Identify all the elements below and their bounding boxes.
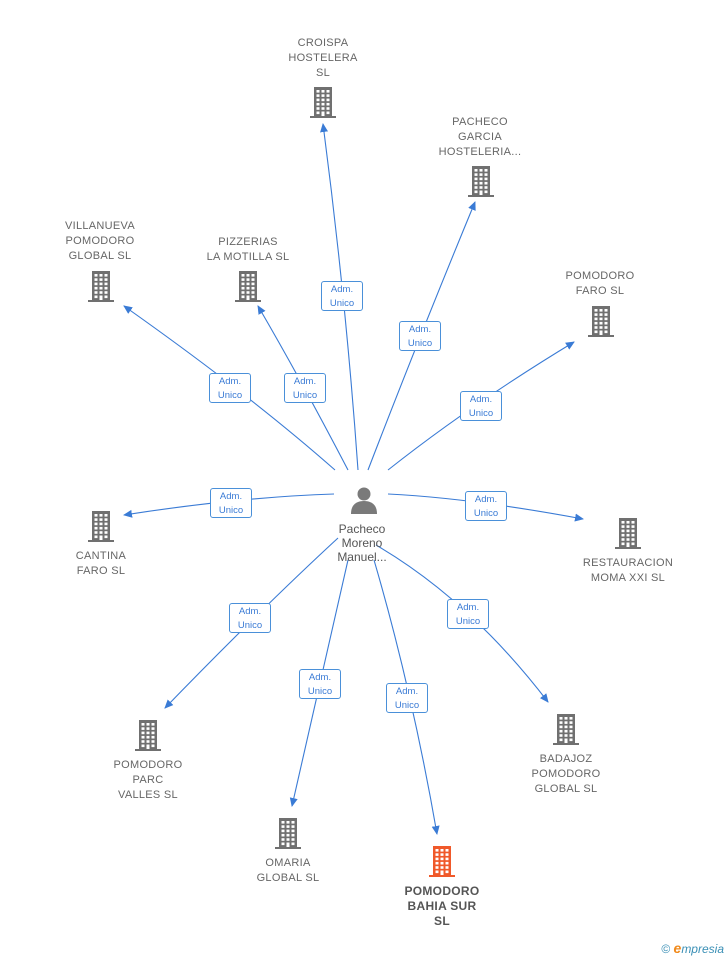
- building-icon: [275, 818, 301, 849]
- edge-label-omaria: Adm. Unico: [299, 669, 341, 699]
- company-name: BADAJOZ POMODORO GLOBAL SL: [531, 753, 601, 795]
- node-label-pomodoro-bahia[interactable]: POMODORO BAHIA SUR SL: [367, 884, 517, 929]
- edges-layer: [123, 123, 584, 835]
- building-icon: [429, 846, 455, 877]
- edge-label-restauracion: Adm. Unico: [465, 491, 507, 521]
- edge-label-pomodoro-bahia: Adm. Unico: [386, 683, 428, 713]
- building-icon: [135, 720, 161, 751]
- node-label-pomodoro-faro[interactable]: POMODORO FARO SL: [525, 269, 675, 299]
- node-badajoz[interactable]: [549, 710, 583, 751]
- company-name: VILLANUEVA POMODORO GLOBAL SL: [64, 220, 136, 262]
- node-omaria[interactable]: [271, 814, 305, 855]
- building-icon: [88, 511, 114, 542]
- node-restauracion[interactable]: [611, 514, 645, 555]
- node-pacheco-garcia[interactable]: [464, 162, 498, 203]
- building-icon: [588, 306, 614, 337]
- edge-label-croispa: Adm. Unico: [321, 281, 363, 311]
- node-villanueva[interactable]: [84, 267, 118, 308]
- node-label-restauracion[interactable]: RESTAURACION MOMA XXI SL: [553, 556, 703, 586]
- edge-label-badajoz: Adm. Unico: [447, 599, 489, 629]
- node-pomodoro-parc[interactable]: [131, 716, 165, 757]
- node-label-pizzerias[interactable]: PIZZERIAS LA MOTILLA SL: [173, 235, 323, 265]
- node-label-pacheco-garcia[interactable]: PACHECO GARCIA HOSTELERIA...: [405, 115, 555, 160]
- company-name: CROISPA HOSTELERA SL: [288, 37, 358, 79]
- company-name: PACHECO GARCIA HOSTELERIA...: [438, 116, 522, 158]
- node-croispa[interactable]: [306, 83, 340, 124]
- company-name: CANTINA FARO SL: [75, 550, 127, 577]
- building-icon: [468, 166, 494, 197]
- brand-name: mpresia: [681, 942, 724, 956]
- node-label-pomodoro-parc[interactable]: POMODORO PARC VALLES SL: [73, 758, 223, 803]
- edge-label-pomodoro-faro: Adm. Unico: [460, 391, 502, 421]
- node-label-omaria[interactable]: OMARIA GLOBAL SL: [213, 856, 363, 886]
- node-pomodoro-bahia[interactable]: [425, 842, 459, 883]
- center-person-label[interactable]: Pacheco Moreno Manuel...: [337, 522, 387, 564]
- node-pizzerias[interactable]: [231, 267, 265, 308]
- node-cantina[interactable]: [84, 507, 118, 548]
- company-name: POMODORO BAHIA SUR SL: [404, 884, 480, 928]
- node-label-villanueva[interactable]: VILLANUEVA POMODORO GLOBAL SL: [25, 219, 175, 264]
- company-name: OMARIA GLOBAL SL: [256, 857, 320, 884]
- edge-label-pizzerias: Adm. Unico: [284, 373, 326, 403]
- edge-label-cantina: Adm. Unico: [210, 488, 252, 518]
- building-icon: [235, 271, 261, 302]
- node-pomodoro-faro[interactable]: [584, 302, 618, 343]
- company-name: POMODORO FARO SL: [565, 270, 635, 297]
- company-name: RESTAURACION MOMA XXI SL: [582, 557, 674, 584]
- node-label-cantina[interactable]: CANTINA FARO SL: [26, 549, 176, 579]
- person-icon: [351, 487, 377, 514]
- edge-label-villanueva: Adm. Unico: [209, 373, 251, 403]
- edge-label-pacheco-garcia: Adm. Unico: [399, 321, 441, 351]
- node-label-croispa[interactable]: CROISPA HOSTELERA SL: [248, 36, 398, 81]
- footer-brand: © empresia: [661, 940, 724, 956]
- company-name: PIZZERIAS LA MOTILLA SL: [206, 236, 290, 263]
- building-icon: [615, 518, 641, 549]
- copyright-icon: ©: [661, 942, 671, 956]
- edge-label-pomodoro-parc: Adm. Unico: [229, 603, 271, 633]
- building-icon: [310, 87, 336, 118]
- brand-logo-letter: e: [673, 940, 682, 956]
- building-icon: [88, 271, 114, 302]
- node-label-badajoz[interactable]: BADAJOZ POMODORO GLOBAL SL: [491, 752, 641, 797]
- building-icon: [553, 714, 579, 745]
- company-name: POMODORO PARC VALLES SL: [113, 759, 183, 801]
